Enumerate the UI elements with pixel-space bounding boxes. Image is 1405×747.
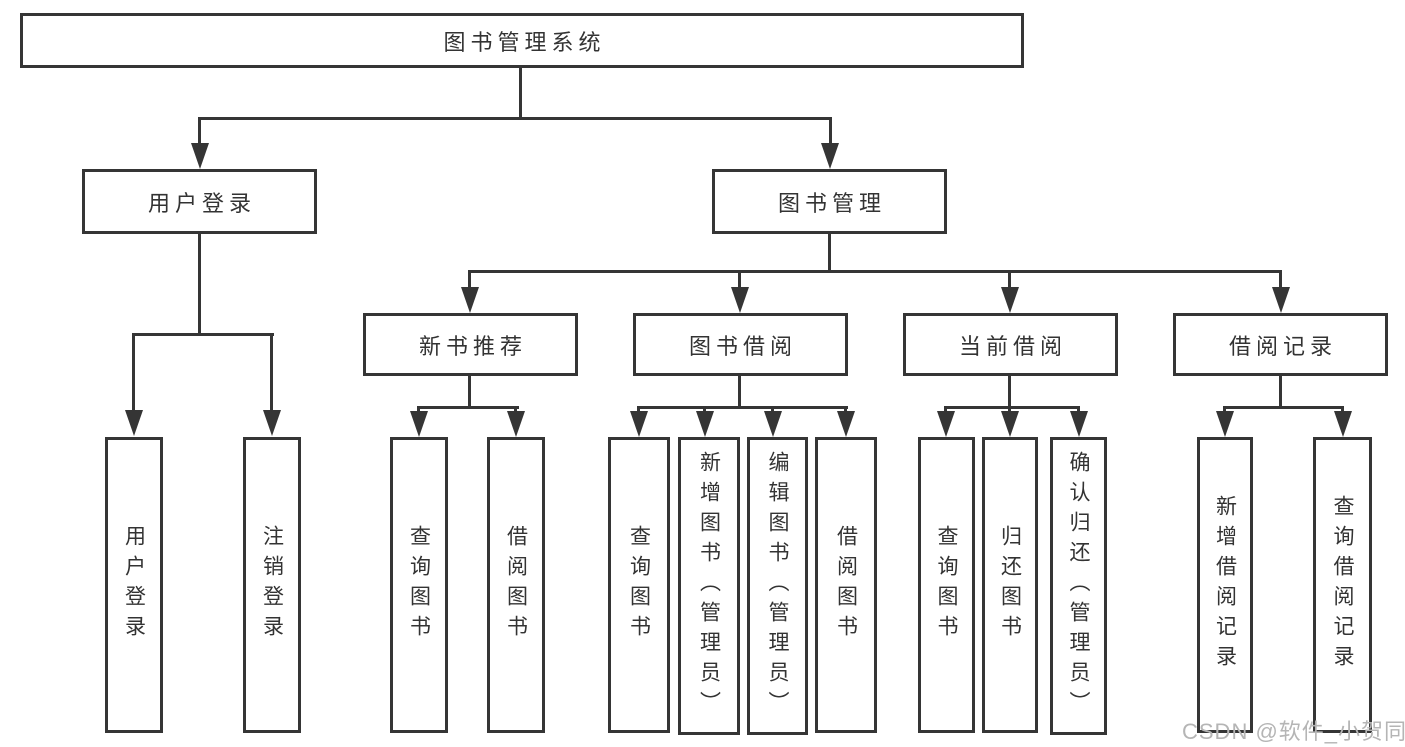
arrowhead-down-icon: [1216, 411, 1234, 437]
node-label: 查询图书: [627, 525, 651, 645]
arrowhead-down-icon: [1070, 411, 1088, 437]
arrowhead-down-icon: [837, 411, 855, 437]
connector-vline: [519, 66, 522, 119]
connector-vline: [198, 117, 201, 145]
connector-vline: [417, 406, 420, 415]
connector-vline: [738, 376, 741, 409]
connector-vline: [468, 270, 471, 289]
node-label: 新书推荐: [418, 333, 527, 359]
node-label: 图书借阅: [688, 333, 797, 359]
node-label: 查询图书: [935, 525, 958, 645]
node-label: 借阅图书: [504, 525, 528, 645]
connector-vline: [1008, 270, 1011, 289]
node-label: 新增借阅记录: [1213, 495, 1237, 675]
node-label: 新增图书（管理员）: [697, 451, 721, 721]
node-leaf-user-login: 用户登录: [105, 437, 163, 733]
node-leaf-records-query-borrow-record: 查询借阅记录: [1313, 437, 1372, 733]
arrowhead-down-icon: [696, 411, 714, 437]
node-label: 当前借阅: [958, 333, 1067, 359]
node-leaf-newbooks-query-books: 查询图书: [390, 437, 448, 733]
connector-vline: [828, 233, 831, 272]
node-label: 查询图书: [407, 525, 431, 645]
node-label: 借阅图书: [834, 525, 858, 645]
arrowhead-down-icon: [1334, 411, 1352, 437]
connector-vline: [1279, 270, 1282, 289]
connector-hline: [1223, 406, 1344, 409]
csdn-watermark: CSDN @软件_小贺同学: [1182, 719, 1405, 744]
connector-vline: [944, 406, 947, 415]
node-label: 归还图书: [998, 525, 1022, 645]
arrowhead-down-icon: [410, 411, 428, 437]
arrowhead-down-icon: [461, 287, 479, 313]
node-leaf-borrowing-edit-books-admin: 编辑图书（管理员）: [747, 437, 808, 735]
arrowhead-down-icon: [125, 410, 143, 436]
node-leaf-records-add-borrow-record: 新增借阅记录: [1197, 437, 1253, 733]
connector-hline: [637, 406, 848, 409]
node-borrowing-records: 借阅记录: [1173, 313, 1388, 376]
node-leaf-borrowing-query-books: 查询图书: [608, 437, 670, 733]
connector-vline: [1341, 406, 1344, 415]
node-label: 查询借阅记录: [1331, 495, 1354, 675]
node-leaf-current-confirm-return-admin: 确认归还（管理员）: [1050, 437, 1107, 735]
connector-hline: [417, 406, 519, 409]
connector-hline: [132, 333, 274, 336]
connector-hline: [198, 117, 832, 120]
arrowhead-down-icon: [263, 410, 281, 436]
connector-vline: [637, 406, 640, 415]
arrowhead-down-icon: [937, 411, 955, 437]
node-leaf-current-return-books: 归还图书: [982, 437, 1038, 733]
node-current-borrowing: 当前借阅: [903, 313, 1118, 376]
node-root-library-management-system: 图书管理系统: [20, 13, 1024, 68]
arrowhead-down-icon: [821, 143, 839, 169]
connector-vline: [270, 333, 273, 412]
connector-vline: [468, 376, 471, 409]
node-label: 确认归还（管理员）: [1067, 451, 1090, 721]
node-label: 用户登录: [147, 190, 256, 216]
arrowhead-down-icon: [1001, 287, 1019, 313]
arrowhead-down-icon: [191, 143, 209, 169]
node-label: 用户登录: [122, 525, 146, 645]
connector-vline: [132, 333, 135, 412]
arrowhead-down-icon: [731, 287, 749, 313]
connector-vline: [703, 406, 706, 415]
node-label: 图书管理系统: [443, 29, 606, 55]
node-leaf-borrowing-add-books-admin: 新增图书（管理员）: [678, 437, 740, 735]
connector-vline: [1077, 406, 1080, 415]
node-label: 注销登录: [260, 525, 284, 645]
node-new-book-recommendation: 新书推荐: [363, 313, 578, 376]
connector-hline: [468, 270, 1282, 273]
arrowhead-down-icon: [1001, 411, 1019, 437]
arrowhead-down-icon: [630, 411, 648, 437]
connector-vline: [829, 117, 832, 145]
node-leaf-borrowing-borrow-books: 借阅图书: [815, 437, 877, 733]
node-book-borrowing: 图书借阅: [633, 313, 848, 376]
connector-vline: [1223, 406, 1226, 415]
connector-vline: [514, 406, 517, 415]
node-book-management: 图书管理: [712, 169, 947, 234]
node-label: 借阅记录: [1228, 333, 1337, 359]
connector-vline: [1008, 406, 1011, 415]
node-label: 图书管理: [777, 190, 886, 216]
connector-vline: [771, 406, 774, 415]
connector-vline: [198, 233, 201, 335]
connector-vline: [1279, 376, 1282, 409]
arrowhead-down-icon: [1272, 287, 1290, 313]
node-leaf-current-query-books: 查询图书: [918, 437, 975, 733]
connector-vline: [844, 406, 847, 415]
node-label: 编辑图书（管理员）: [766, 451, 789, 721]
arrowhead-down-icon: [764, 411, 782, 437]
connector-vline: [738, 270, 741, 289]
node-user-login: 用户登录: [82, 169, 317, 234]
arrowhead-down-icon: [507, 411, 525, 437]
connector-hline: [944, 406, 1080, 409]
node-leaf-logout: 注销登录: [243, 437, 301, 733]
connector-vline: [1008, 376, 1011, 409]
node-leaf-newbooks-borrow-books: 借阅图书: [487, 437, 545, 733]
